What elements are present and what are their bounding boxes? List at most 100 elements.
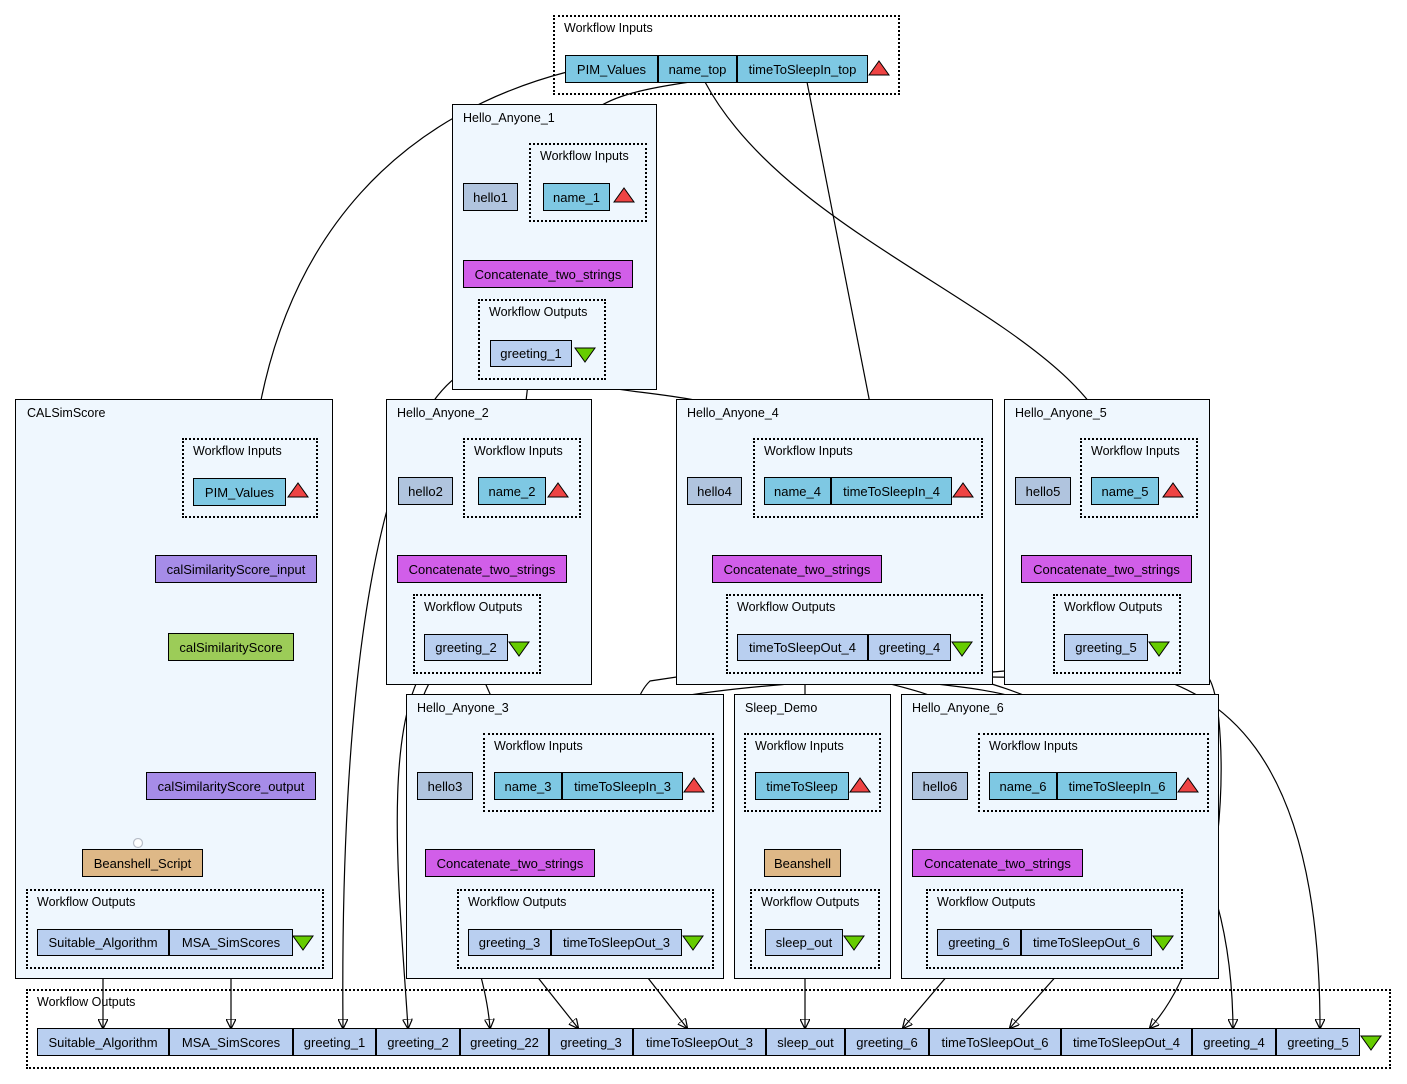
hello4-concatenate[interactable]: Concatenate_two_strings	[712, 555, 882, 583]
hello3-name-input[interactable]: name_3	[494, 772, 562, 800]
hello1-inputs-cluster	[529, 143, 647, 222]
calsim-suitable-algorithm-output[interactable]: Suitable_Algorithm	[37, 929, 169, 956]
top-inputs-label: Workflow Inputs	[564, 21, 653, 35]
hello5-outputs-label: Workflow Outputs	[1064, 600, 1163, 614]
sleep-out-output[interactable]: sleep_out	[765, 929, 843, 956]
hello4-constant[interactable]: hello4	[687, 477, 742, 505]
bottom-outputs-cluster	[26, 989, 1391, 1069]
output-greeting-3[interactable]: greeting_3	[549, 1028, 633, 1056]
cal-similarity-score-input[interactable]: calSimilarityScore_input	[155, 555, 317, 583]
edge	[250, 71, 568, 480]
hello2-inputs-cluster	[463, 438, 581, 518]
output-greeting-22[interactable]: greeting_22	[460, 1028, 549, 1056]
output-greeting-2[interactable]: greeting_2	[376, 1028, 460, 1056]
output-msa-simscores[interactable]: MSA_SimScores	[169, 1028, 293, 1056]
hello5-name-input[interactable]: name_5	[1091, 477, 1159, 505]
cal-similarity-score-output[interactable]: calSimilarityScore_output	[146, 772, 316, 800]
hello5-greeting-output[interactable]: greeting_5	[1064, 634, 1148, 661]
hello6-greeting-output[interactable]: greeting_6	[937, 929, 1021, 956]
hello4-time-to-sleep-input[interactable]: timeToSleepIn_4	[831, 477, 952, 505]
hello1-constant[interactable]: hello1	[463, 183, 518, 211]
output-marker-icon	[682, 935, 704, 951]
hello3-concatenate[interactable]: Concatenate_two_strings	[425, 849, 595, 877]
output-time-to-sleep-out-3[interactable]: timeToSleepOut_3	[633, 1028, 766, 1056]
cal-similarity-score[interactable]: calSimilarityScore	[168, 633, 294, 661]
calsimscore-label: CALSimScore	[27, 406, 106, 420]
calsim-inputs-cluster	[182, 438, 318, 518]
sleep-beanshell[interactable]: Beanshell	[764, 849, 841, 877]
calsim-msa-simscores-output[interactable]: MSA_SimScores	[169, 929, 293, 956]
hello4-outputs-cluster	[726, 594, 983, 674]
input-time-to-sleep-top[interactable]: timeToSleepIn_top	[737, 55, 868, 83]
hello1-outputs-cluster	[478, 299, 606, 380]
hello-anyone-5-label: Hello_Anyone_5	[1015, 406, 1107, 420]
hello6-outputs-cluster	[926, 889, 1183, 969]
hello6-time-to-sleep-output[interactable]: timeToSleepOut_6	[1021, 929, 1152, 956]
hello-anyone-6-label: Hello_Anyone_6	[912, 701, 1004, 715]
hello6-time-to-sleep-input[interactable]: timeToSleepIn_6	[1057, 772, 1177, 800]
input-marker-icon	[849, 777, 871, 793]
sleep-inputs-label: Workflow Inputs	[755, 739, 844, 753]
sleep-demo-label: Sleep_Demo	[745, 701, 818, 715]
output-time-to-sleep-out-4[interactable]: timeToSleepOut_4	[1061, 1028, 1192, 1056]
hello1-greeting-output[interactable]: greeting_1	[490, 340, 572, 367]
hello6-constant[interactable]: hello6	[912, 772, 968, 800]
hello3-outputs-cluster	[457, 889, 714, 969]
output-sleep-out[interactable]: sleep_out	[766, 1028, 845, 1056]
output-time-to-sleep-out-6[interactable]: timeToSleepOut_6	[929, 1028, 1061, 1056]
hello2-inputs-label: Workflow Inputs	[474, 444, 563, 458]
hello-anyone-4-label: Hello_Anyone_4	[687, 406, 779, 420]
hello4-greeting-output[interactable]: greeting_4	[868, 634, 951, 661]
input-name-top[interactable]: name_top	[658, 55, 737, 83]
hello4-name-input[interactable]: name_4	[764, 477, 831, 505]
calsim-pim-values-input[interactable]: PIM_Values	[193, 478, 286, 506]
hello2-constant[interactable]: hello2	[398, 477, 453, 505]
hello2-concatenate[interactable]: Concatenate_two_strings	[397, 555, 567, 583]
hello5-constant[interactable]: hello5	[1015, 477, 1071, 505]
sleep-outputs-label: Workflow Outputs	[761, 895, 860, 909]
output-marker-icon	[843, 935, 865, 951]
calsim-inputs-label: Workflow Inputs	[193, 444, 282, 458]
output-marker-icon	[1152, 935, 1174, 951]
output-suitable-algorithm[interactable]: Suitable_Algorithm	[37, 1028, 169, 1056]
input-marker-icon	[1162, 482, 1184, 498]
hello2-name-input[interactable]: name_2	[478, 477, 546, 505]
hello1-outputs-label: Workflow Outputs	[489, 305, 588, 319]
output-greeting-5[interactable]: greeting_5	[1276, 1028, 1360, 1056]
output-marker-icon	[292, 935, 314, 951]
control-link-icon	[132, 838, 144, 849]
hello1-name-input[interactable]: name_1	[543, 183, 610, 211]
output-marker-icon	[508, 641, 530, 657]
hello3-outputs-label: Workflow Outputs	[468, 895, 567, 909]
input-marker-icon	[1177, 777, 1199, 793]
output-marker-icon	[951, 641, 973, 657]
edge	[396, 659, 431, 1028]
input-pim-values[interactable]: PIM_Values	[565, 55, 658, 83]
input-marker-icon	[613, 187, 635, 203]
input-marker-icon	[287, 482, 309, 498]
beanshell-script[interactable]: Beanshell_Script	[82, 849, 203, 877]
calsim-outputs-label: Workflow Outputs	[37, 895, 136, 909]
hello3-time-to-sleep-input[interactable]: timeToSleepIn_3	[562, 772, 683, 800]
hello6-inputs-cluster	[978, 733, 1209, 812]
hello-anyone-3-label: Hello_Anyone_3	[417, 701, 509, 715]
output-greeting-1[interactable]: greeting_1	[293, 1028, 376, 1056]
hello4-inputs-label: Workflow Inputs	[764, 444, 853, 458]
hello6-inputs-label: Workflow Inputs	[989, 739, 1078, 753]
hello2-greeting-output[interactable]: greeting_2	[424, 634, 508, 661]
output-marker-icon	[574, 347, 596, 363]
hello6-name-input[interactable]: name_6	[989, 772, 1057, 800]
hello5-concatenate[interactable]: Concatenate_two_strings	[1021, 555, 1192, 583]
hello4-time-to-sleep-output[interactable]: timeToSleepOut_4	[737, 634, 868, 661]
output-greeting-6[interactable]: greeting_6	[845, 1028, 929, 1056]
hello3-time-to-sleep-output[interactable]: timeToSleepOut_3	[551, 929, 682, 956]
hello3-inputs-label: Workflow Inputs	[494, 739, 583, 753]
hello3-constant[interactable]: hello3	[417, 772, 473, 800]
hello1-concatenate[interactable]: Concatenate_two_strings	[463, 260, 633, 288]
hello6-concatenate[interactable]: Concatenate_two_strings	[912, 849, 1083, 877]
hello3-greeting-output[interactable]: greeting_3	[468, 929, 551, 956]
output-greeting-4[interactable]: greeting_4	[1192, 1028, 1276, 1056]
bottom-outputs-label: Workflow Outputs	[37, 995, 136, 1009]
sleep-time-input[interactable]: timeToSleep	[755, 772, 849, 800]
